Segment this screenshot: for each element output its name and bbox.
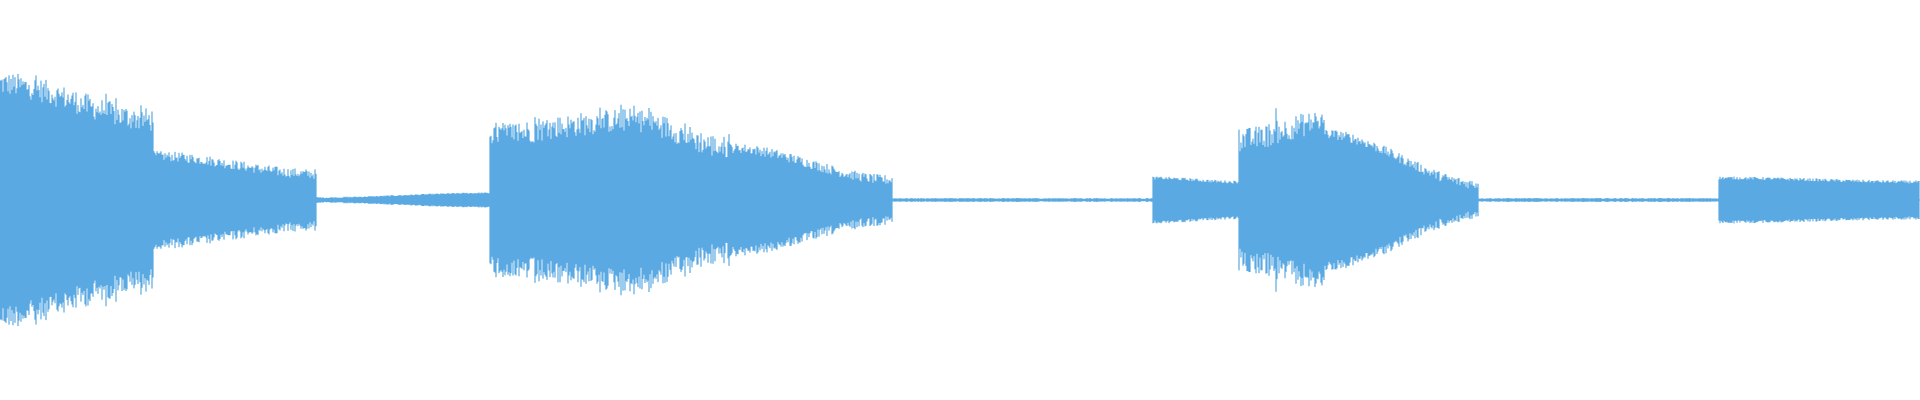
audio-waveform[interactable] — [0, 0, 1920, 400]
waveform-view[interactable] — [0, 0, 1920, 400]
